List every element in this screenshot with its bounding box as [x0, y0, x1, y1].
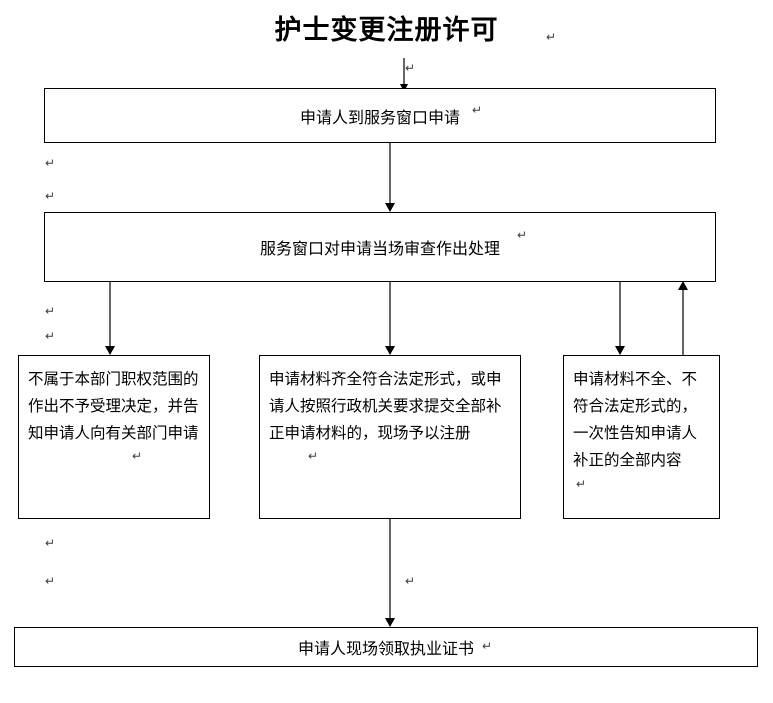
node-step1: 申请人到服务窗口申请 — [44, 88, 716, 143]
pilcrow-mark: ↵ — [45, 189, 56, 203]
page-title: 护士变更注册许可 — [274, 15, 499, 45]
node-branch-left-label: 不属于本部门职权范围的作出不予受理决定，并告知申请人向有关部门申请 — [28, 371, 199, 442]
pilcrow-mark: ↵ — [517, 228, 528, 242]
pilcrow-mark: ↵ — [132, 449, 143, 463]
pilcrow-mark: ↵ — [308, 449, 319, 463]
pilcrow-mark: ↵ — [405, 574, 416, 588]
pilcrow-mark: ↵ — [482, 639, 493, 653]
pilcrow-mark: ↵ — [576, 477, 587, 491]
node-final: 申请人现场领取执业证书 — [14, 627, 758, 667]
node-step1-label: 申请人到服务窗口申请 — [299, 109, 460, 127]
pilcrow-mark: ↵ — [45, 304, 56, 318]
pilcrow-mark: ↵ — [405, 61, 416, 75]
pilcrow-mark: ↵ — [546, 30, 557, 44]
node-branch-right: 申请材料不全、不符合法定形式的，一次性告知申请人补正的全部内容 — [563, 355, 720, 519]
node-final-label: 申请人现场领取执业证书 — [297, 641, 474, 658]
node-step2-label: 服务窗口对申请当场审查作出处理 — [259, 241, 500, 258]
node-branch-middle: 申请材料齐全符合法定形式，或申请人按照行政机关要求提交全部补正申请材料的，现场予… — [259, 355, 521, 519]
pilcrow-mark: ↵ — [472, 103, 483, 117]
pilcrow-mark: ↵ — [45, 536, 56, 550]
node-branch-middle-label: 申请材料齐全符合法定形式，或申请人按照行政机关要求提交全部补正申请材料的，现场予… — [269, 371, 502, 442]
node-branch-left: 不属于本部门职权范围的作出不予受理决定，并告知申请人向有关部门申请 — [18, 355, 210, 519]
pilcrow-mark: ↵ — [45, 574, 56, 588]
pilcrow-mark: ↵ — [45, 156, 56, 170]
pilcrow-mark: ↵ — [45, 329, 56, 343]
node-branch-right-label: 申请材料不全、不符合法定形式的，一次性告知申请人补正的全部内容 — [573, 371, 698, 469]
node-step2: 服务窗口对申请当场审查作出处理 — [44, 212, 716, 282]
